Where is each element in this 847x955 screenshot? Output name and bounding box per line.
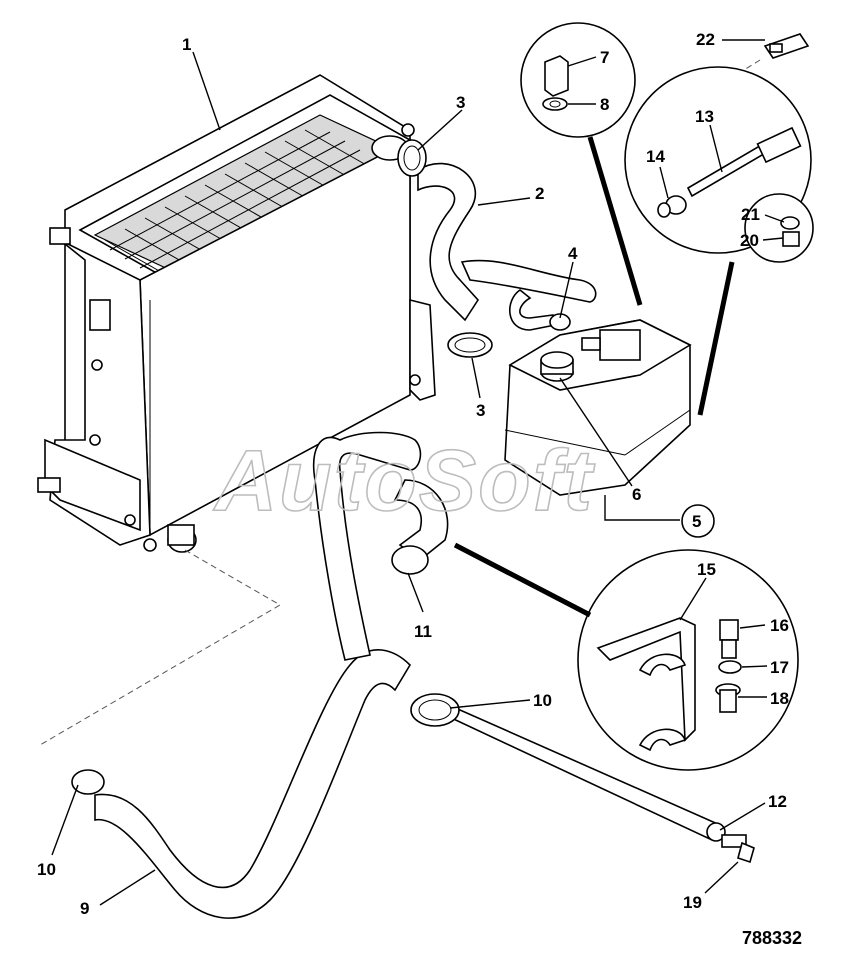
watermark: AutoSoft: [213, 433, 595, 529]
callout-10-left: 10: [37, 860, 56, 879]
callout-15: 15: [697, 560, 716, 579]
callout-16: 16: [770, 616, 789, 635]
bottom-hose: [94, 431, 449, 919]
callout-20: 20: [740, 231, 759, 250]
detail-bolt-washer: [520, 22, 643, 306]
callout-6: 6: [632, 485, 641, 504]
callout-19: 19: [683, 893, 702, 912]
callout-18: 18: [770, 689, 789, 708]
callout-13: 13: [695, 107, 714, 126]
callout-5: 5: [692, 512, 701, 531]
callout-2: 2: [535, 184, 544, 203]
callout-17: 17: [770, 658, 789, 677]
bolt-19: [721, 834, 755, 864]
small-clamp: [549, 313, 571, 331]
callout-3-lower: 3: [476, 401, 485, 420]
callout-21: 21: [741, 205, 760, 224]
callout-11: 11: [414, 622, 432, 641]
reference-number: 788332: [742, 928, 802, 948]
callout-7: 7: [600, 48, 609, 67]
detail-bracket: [453, 542, 799, 771]
connector-22: [763, 33, 810, 59]
callout-3-upper: 3: [456, 93, 465, 112]
callout-8: 8: [600, 95, 609, 114]
top-hose: [417, 162, 597, 331]
callout-10-right: 10: [533, 691, 552, 710]
callout-5-circle: [681, 504, 715, 538]
radiator: [37, 74, 436, 553]
callout-1: 1: [182, 35, 191, 54]
callout-14: 14: [646, 147, 665, 166]
callout-4: 4: [568, 244, 578, 263]
leader-lines: [51, 39, 785, 906]
callout-9: 9: [80, 899, 89, 918]
expansion-tank: [504, 319, 692, 496]
hose-clamp-lower: [447, 332, 493, 358]
bottom-hose-clamps: [71, 545, 460, 795]
detail-sensor: [624, 66, 814, 416]
callout-22: 22: [696, 30, 715, 49]
callout-12: 12: [768, 792, 787, 811]
hose-clamp-upper: [397, 139, 427, 177]
